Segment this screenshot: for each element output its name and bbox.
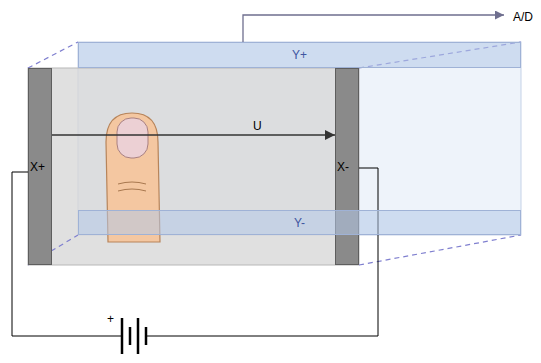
- front-layer: [28, 68, 359, 265]
- signal-wire: [243, 15, 504, 42]
- terminal-label: Y+: [292, 48, 307, 62]
- polarity-sign: +: [107, 312, 114, 326]
- electrode-band: Y-: [78, 210, 521, 235]
- battery-symbol: [122, 318, 146, 354]
- terminal-label: X-: [336, 160, 349, 174]
- voltage-arrow: [52, 134, 335, 136]
- battery-circuit: [12, 168, 378, 336]
- electrode-band: Y+: [78, 42, 521, 68]
- perspective-lines: [28, 42, 521, 265]
- voltage-label: U: [253, 119, 262, 133]
- terminal-label: Y-: [294, 216, 305, 230]
- electrode-bar: X-: [335, 68, 359, 265]
- electrode-bar: X+: [28, 68, 52, 265]
- signal-name: A/D: [513, 10, 533, 24]
- terminal-label: X+: [29, 160, 45, 174]
